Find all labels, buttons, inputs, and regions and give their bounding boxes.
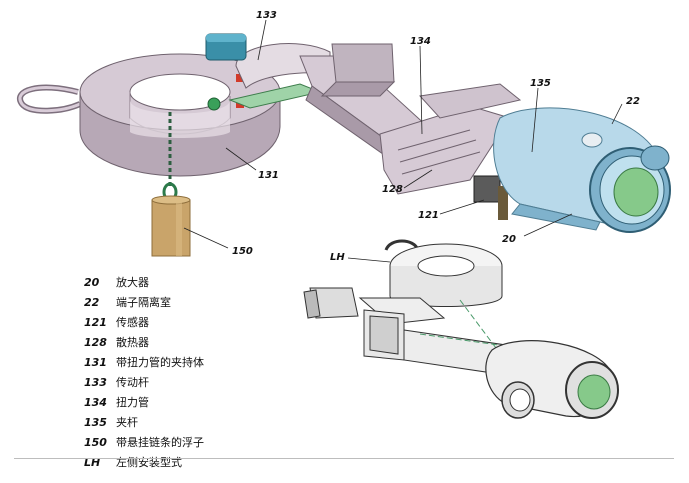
callout-leaders (183, 19, 623, 263)
amplifier-housing-20 (493, 107, 671, 233)
legend-row: 131 带扭力管的夹持体 (84, 352, 204, 372)
legend-code: 150 (84, 435, 107, 449)
float-150 (151, 195, 191, 257)
legend-row: 128 散热器 (84, 332, 204, 352)
callout-128: 128 (382, 184, 403, 195)
legend-desc: 传感器 (116, 316, 149, 329)
hanger-loop (17, 84, 82, 114)
legend: 20 放大器 22 端子隔离室 121 传感器 128 散热器 131 带扭力管… (84, 272, 204, 472)
bottom-divider (14, 458, 674, 459)
legend-code: 20 (84, 275, 100, 289)
coupling (205, 33, 331, 89)
legend-row: LH 左侧安装型式 (84, 452, 204, 472)
callout-20: 20 (502, 234, 516, 245)
legend-code: 134 (84, 395, 107, 409)
legend-code: 131 (84, 355, 107, 369)
legend-code: 121 (84, 315, 107, 329)
callout-133: 133 (256, 10, 277, 21)
heat-sink-128 (379, 83, 522, 195)
callout-121: 121 (418, 210, 439, 221)
legend-row: 22 端子隔离室 (84, 292, 204, 312)
legend-row: 121 传感器 (84, 312, 204, 332)
callout-lh: LH (330, 252, 345, 263)
legend-desc: 带悬挂链条的浮子 (116, 436, 204, 449)
legend-desc: 夹杆 (116, 416, 138, 429)
legend-desc: 散热器 (116, 336, 149, 349)
legend-desc: 带扭力管的夹持体 (116, 356, 204, 369)
callout-134: 134 (410, 36, 431, 47)
legend-desc: 传动杆 (116, 376, 149, 389)
legend-row: 150 带悬挂链条的浮子 (84, 432, 204, 452)
callout-135: 135 (530, 78, 551, 89)
legend-desc: 放大器 (116, 276, 149, 289)
legend-desc: 端子隔离室 (116, 296, 171, 309)
legend-row: 135 夹杆 (84, 412, 204, 432)
legend-code: 128 (84, 335, 107, 349)
lh-mounting-drawing (303, 239, 619, 419)
legend-row: 20 放大器 (84, 272, 204, 292)
callout-131: 131 (258, 170, 279, 181)
callout-labels: 133 134 135 22 131 128 121 20 150 LH (232, 10, 640, 263)
legend-code: 133 (84, 375, 107, 389)
legend-code: 22 (84, 295, 100, 309)
legend-row: 133 传动杆 (84, 372, 204, 392)
legend-desc: 扭力管 (116, 396, 149, 409)
legend-code: 135 (84, 415, 107, 429)
callout-150: 150 (232, 246, 253, 257)
legend-desc: 左侧安装型式 (116, 456, 182, 469)
legend-row: 134 扭力管 (84, 392, 204, 412)
callout-22: 22 (626, 96, 640, 107)
displacer-body-131 (79, 53, 281, 177)
